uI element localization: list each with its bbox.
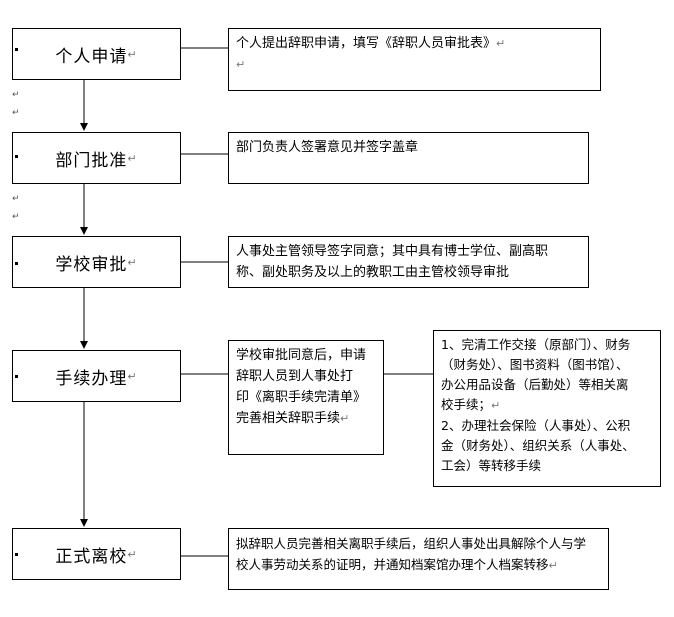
note-line: 完善相关辞职手续↵ [236,411,350,426]
step-department-approval: 部门批准↵ [12,132,181,184]
return-mark: ↵ [12,194,20,204]
note-line: 个人提出辞职申请，填写《辞职人员审批表》↵ [236,36,506,51]
step-label: 正式离校 [55,546,128,567]
paragraph-bullet [15,262,18,265]
note-school: 人事处主管领导签字同意；其中具有博士学位、副高职 称、副处职务及以上的教职工由主… [228,236,589,288]
note-line: 学校审批同意后，申请 [236,348,367,363]
return-mark: ↵ [12,212,20,222]
note-line: 拟辞职人员完善相关离职手续后，组织人事处出具解除个人与学 [236,536,587,551]
note-line: 校人事劳动关系的证明，并通知档案馆办理个人档案转移↵ [236,557,558,572]
step-label: 手续办理 [55,368,128,389]
paragraph-bullet [15,48,18,51]
note-line: 人事处主管领导签字同意；其中具有博士学位、副高职 [236,244,549,259]
note-line: 印《离职手续完清单》 [236,390,367,405]
paragraph-bullet [15,375,18,378]
step-label: 部门批准 [55,150,128,171]
note-departure: 拟辞职人员完善相关离职手续后，组织人事处出具解除个人与学 校人事劳动关系的证明，… [228,528,609,590]
note-department: 部门负责人签署意见并签字盖章 [228,132,589,184]
note-line: 工会）等转移手续 [441,458,542,473]
note-line: （财务处）、图书资料（图书馆）、 [441,357,629,372]
step-procedure-handling: 手续办理↵ [12,350,181,402]
return-mark: ↵ [12,108,20,118]
step-formal-departure: 正式离校↵ [12,528,181,580]
note-line: 辞职人员到人事处打 [236,369,354,384]
step-label: 个人申请 [55,46,128,67]
note-line: 部门负责人签署意见并签字盖章 [236,140,419,155]
note-procedure: 学校审批同意后，申请 辞职人员到人事处打 印《离职手续完清单》 完善相关辞职手续… [228,340,384,455]
step-school-approval: 学校审批↵ [12,236,181,288]
note-procedure-detail: 1、完清工作交接（原部门）、财务 （财务处）、图书资料（图书馆）、 办公用品设备… [433,330,661,487]
note-line: 称、副处职务及以上的教职工由主管校领导审批 [236,265,510,280]
paragraph-bullet [15,553,18,556]
step-label: 学校审批 [55,254,128,275]
note-application: 个人提出辞职申请，填写《辞职人员审批表》↵ ↵ [228,28,601,91]
note-line: 办公用品设备（后勤处）等相关离 [441,377,629,392]
note-line: 校手续；↵ [441,397,501,412]
paragraph-bullet [15,155,18,158]
note-line: 2、办理社会保险（人事处）、公积 [441,418,631,433]
note-line: 金（财务处）、组织关系（人事处、 [441,438,635,453]
note-line: ↵ [236,58,246,71]
note-line: 1、完清工作交接（原部门）、财务 [441,337,631,352]
return-mark: ↵ [12,90,20,100]
step-personal-application: 个人申请↵ [12,28,181,80]
